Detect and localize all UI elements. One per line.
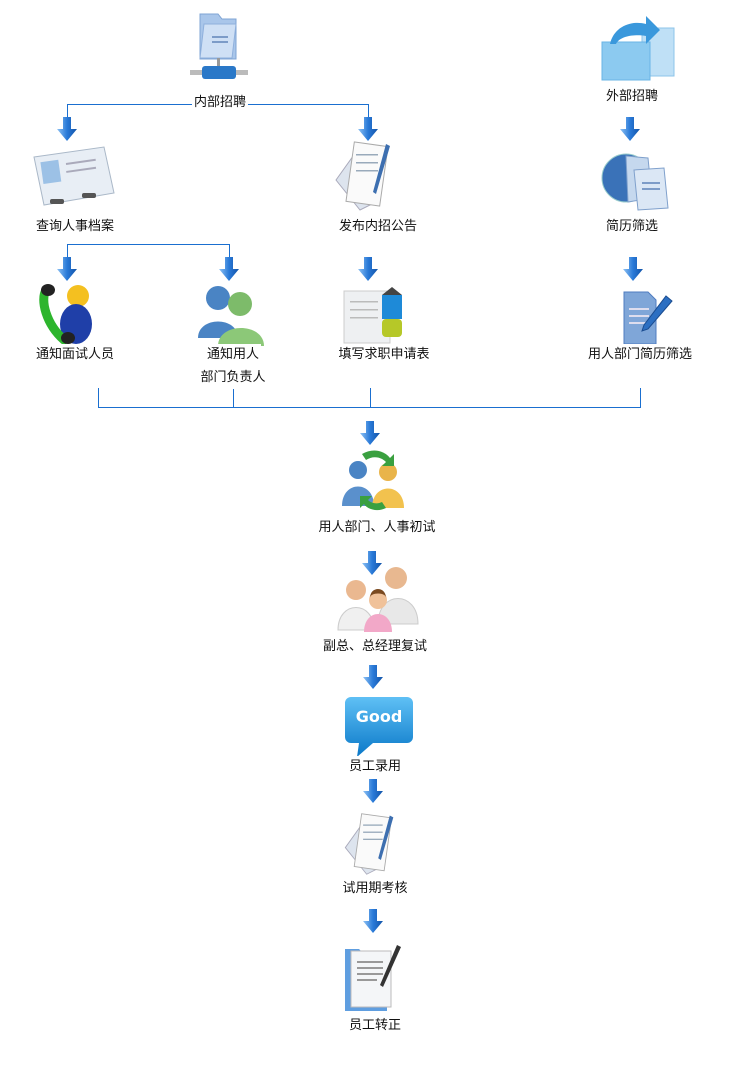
form-pencil-icon xyxy=(343,287,402,344)
notepad-pencil-icon xyxy=(335,141,390,211)
arrow-down-icon xyxy=(359,421,381,445)
globe-documents-icon xyxy=(601,153,669,211)
connector-line xyxy=(640,388,641,407)
node-publish-internal-notice: 发布内招公告 xyxy=(336,216,420,238)
arrow-down-icon xyxy=(56,257,78,281)
node-query-personnel-files: 查询人事档案 xyxy=(33,216,117,238)
node-resume-screening: 简历筛选 xyxy=(603,216,661,238)
id-card-icon xyxy=(33,146,115,206)
connector-line xyxy=(368,104,369,118)
node-internal-recruitment: 内部招聘 xyxy=(191,92,249,114)
node-hire: 员工录用 xyxy=(346,756,404,778)
connector-line xyxy=(67,244,68,258)
arrow-down-icon xyxy=(362,779,384,803)
network-folder-icon xyxy=(190,13,248,79)
users-icon xyxy=(198,286,264,346)
connector-line xyxy=(67,244,229,245)
connector-line xyxy=(98,407,641,408)
people-group-icon xyxy=(337,567,419,632)
node-external-recruitment: 外部招聘 xyxy=(603,86,661,108)
node-notify-interviewees: 通知面试人员 xyxy=(33,344,117,366)
arrow-down-icon xyxy=(218,257,240,281)
arrow-down-icon xyxy=(362,665,384,689)
connector-line xyxy=(370,388,371,407)
connector-line xyxy=(229,244,230,258)
arrow-down-icon xyxy=(362,909,384,933)
arrow-down-icon xyxy=(56,117,78,141)
users-exchange-icon xyxy=(342,450,404,511)
node-regularization: 员工转正 xyxy=(346,1015,404,1037)
node-notify-dept-head-line2: 部门负责人 xyxy=(198,367,268,389)
document-edit-icon xyxy=(623,291,673,345)
arrow-down-icon xyxy=(622,257,644,281)
node-second-interview: 副总、总经理复试 xyxy=(320,636,430,658)
connector-line xyxy=(98,388,99,407)
connector-line xyxy=(67,104,68,118)
node-fill-application-form: 填写求职申请表 xyxy=(336,344,432,366)
connector-line xyxy=(233,388,234,407)
node-first-interview: 用人部门、人事初试 xyxy=(316,517,438,539)
arrow-down-icon xyxy=(357,117,379,141)
arrow-down-icon xyxy=(619,117,641,141)
signed-document-icon xyxy=(345,945,401,1011)
external-transfer-icon xyxy=(601,16,675,81)
notepad-pencil-icon xyxy=(344,813,394,875)
arrow-down-icon xyxy=(357,257,379,281)
node-dept-resume-screening: 用人部门简历筛选 xyxy=(585,344,695,366)
node-probation-review: 试用期考核 xyxy=(340,878,410,900)
good-bubble-text: Good xyxy=(355,707,403,726)
phone-contact-icon xyxy=(39,284,92,345)
good-speech-bubble-icon: Good xyxy=(345,697,413,757)
node-notify-dept-head-line1: 通知用人 xyxy=(204,344,262,366)
